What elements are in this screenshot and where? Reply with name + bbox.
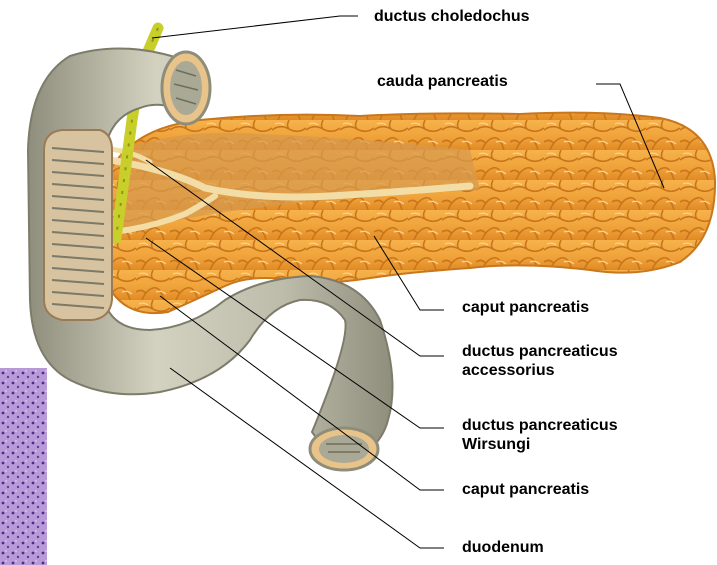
label-ductus-pancreaticus-wirsungi: ductus pancreaticus Wirsungi xyxy=(462,416,618,454)
leader-choledochus xyxy=(152,16,358,38)
label-ductus-pancreaticus-accessorius: ductus pancreaticus accessorius xyxy=(462,342,618,380)
label-caput-pancreatis-upper: caput pancreatis xyxy=(462,298,589,317)
histology-inset xyxy=(0,368,47,565)
leader-duodenum xyxy=(170,368,444,548)
label-cauda-pancreatis: cauda pancreatis xyxy=(377,72,508,91)
label-ductus-choledochus: ductus choledochus xyxy=(374,7,530,26)
label-duodenum: duodenum xyxy=(462,538,544,557)
label-caput-pancreatis-lower: caput pancreatis xyxy=(462,480,589,499)
